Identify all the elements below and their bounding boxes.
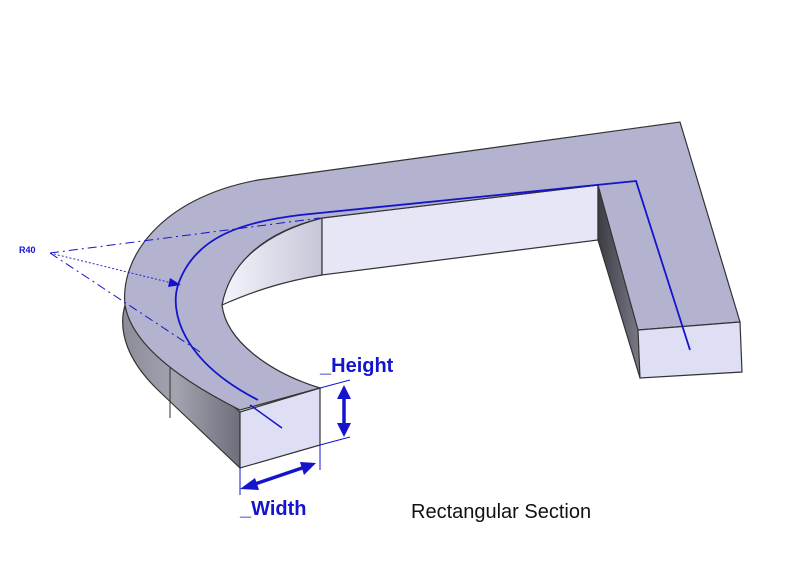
width-dimension: _Width <box>239 445 321 520</box>
radius-arrowhead <box>168 278 181 287</box>
width-arrowhead-left <box>240 478 259 490</box>
height-extension-top <box>319 379 351 389</box>
height-dimension: _Height <box>319 355 394 446</box>
width-label: _Width <box>239 498 306 520</box>
height-arrowhead-bottom <box>337 423 351 437</box>
width-arrowhead-right <box>300 462 316 475</box>
radius-label: R40 <box>19 245 36 255</box>
radius-dimension: R40 <box>19 217 321 353</box>
section-caption: Rectangular Section <box>411 501 591 523</box>
height-label: _Height <box>319 355 394 377</box>
radius-leader-top <box>49 217 321 254</box>
radius-leader-arrow <box>49 252 177 285</box>
height-arrowhead-top <box>337 385 351 399</box>
height-extension-bottom <box>319 436 351 446</box>
radius-leader-bottom <box>49 252 201 353</box>
section-centerline <box>249 404 283 429</box>
width-dimension-line <box>251 465 306 487</box>
bar-top-face <box>124 121 741 411</box>
